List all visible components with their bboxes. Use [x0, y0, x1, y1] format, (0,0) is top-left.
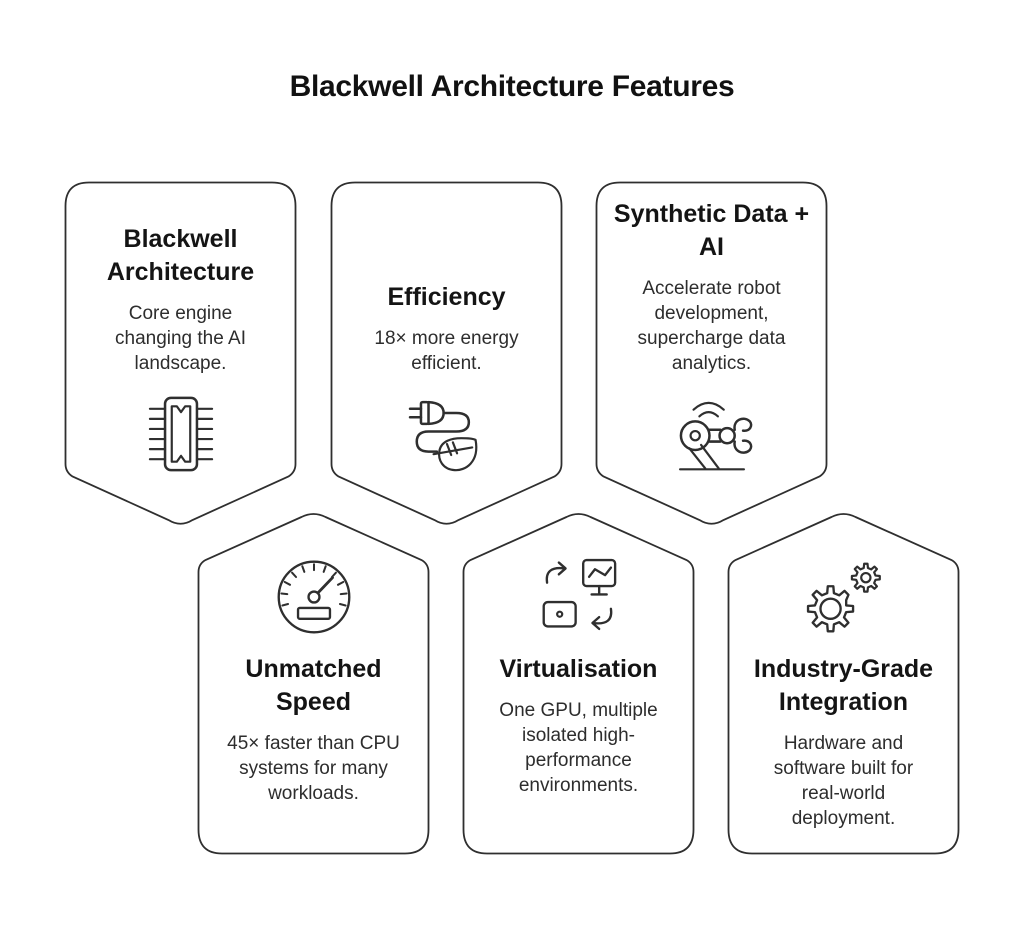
card-body: One GPU, multiple isolated high-performa… — [499, 700, 658, 796]
card-blackwell-architecture: Blackwell Architecture Core engine chang… — [64, 181, 297, 531]
card-virtualisation: Virtualisation One GPU, multiple isolate… — [462, 509, 695, 855]
card-body: 45× faster than CPU systems for many wor… — [227, 733, 400, 804]
banner-shape-up — [462, 513, 695, 855]
card-efficiency: Efficiency 18× more energy efficient. — [330, 181, 563, 531]
card-title: Virtualisation — [499, 655, 658, 683]
banner-shape-down — [64, 181, 297, 525]
eco-plug-icon — [405, 392, 489, 476]
card-synthetic-data-ai: Synthetic Data + AI Accelerate robot dev… — [595, 181, 828, 531]
card-title: Blackwell Architecture — [106, 225, 255, 286]
banner-shape-down — [330, 181, 563, 525]
speedometer-icon — [272, 555, 356, 639]
card-body: 18× more energy efficient. — [374, 328, 519, 374]
card-industry-grade-integration: Industry-Grade Integration Hardware and … — [727, 509, 960, 855]
card-body: Core engine changing the AI landscape. — [115, 303, 246, 374]
card-title: Synthetic Data + AI — [613, 200, 810, 261]
robot-arm-icon — [670, 392, 754, 476]
gears-icon — [802, 555, 886, 639]
card-body: Accelerate robot development, supercharg… — [637, 278, 786, 374]
banner-shape-up — [197, 513, 430, 855]
card-body: Hardware and software built for real-wor… — [773, 733, 914, 829]
card-title: Efficiency — [387, 283, 506, 311]
banner-shape-down — [595, 181, 828, 525]
chip-icon — [139, 392, 223, 476]
card-unmatched-speed: Unmatched Speed 45× faster than CPU syst… — [197, 509, 430, 855]
banner-shape-up — [727, 513, 960, 855]
card-title: Industry-Grade Integration — [753, 655, 934, 716]
page-title: Blackwell Architecture Features — [289, 70, 735, 103]
card-title: Unmatched Speed — [245, 655, 382, 716]
virtual-machines-icon — [537, 555, 621, 639]
